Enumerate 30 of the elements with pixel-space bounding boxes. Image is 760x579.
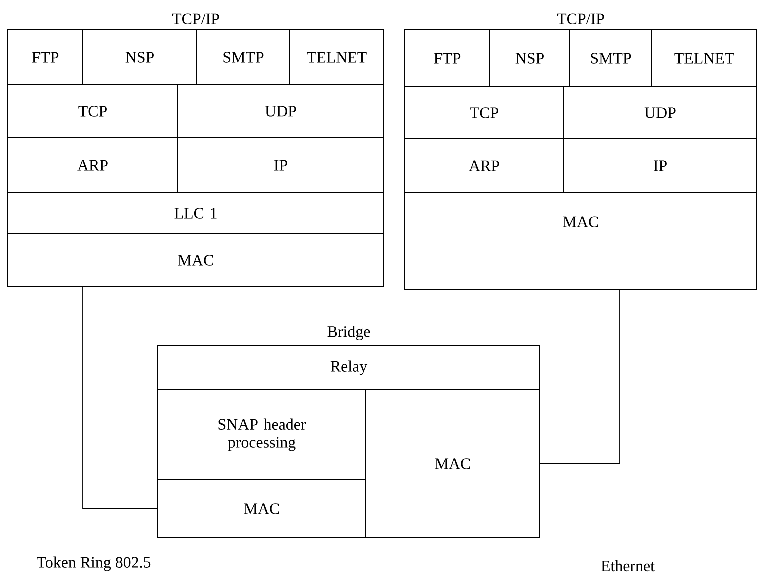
layer-cell: ARP bbox=[404, 138, 564, 194]
layer-cell: TELNET bbox=[290, 30, 384, 86]
layer-cell: TELNET bbox=[652, 30, 758, 88]
layer-cell: SNAP header processing bbox=[158, 390, 366, 480]
network-label: Token Ring 802.5 bbox=[37, 556, 151, 572]
layer-cell: FTP bbox=[8, 30, 84, 86]
layer-cell: NSP bbox=[490, 30, 570, 88]
layer-cell: IP bbox=[178, 138, 384, 194]
node-label: TCP/IP bbox=[172, 14, 220, 24]
layer-cell: MAC bbox=[366, 390, 540, 538]
layer-cell: NSP bbox=[82, 30, 198, 86]
layer-cell: MAC bbox=[404, 192, 758, 290]
network-label: Ethernet bbox=[601, 560, 655, 572]
connection-line bbox=[82, 286, 158, 510]
connection-line bbox=[540, 290, 620, 464]
layer-cell: TCP bbox=[404, 86, 564, 140]
layer-cell: UDP bbox=[178, 84, 384, 138]
layer-cell: SMTP bbox=[570, 30, 652, 88]
layer-cell: MAC bbox=[8, 234, 384, 288]
layer-cell: UDP bbox=[564, 86, 758, 140]
layer-cell: FTP bbox=[404, 30, 490, 88]
layer-cell: MAC bbox=[158, 480, 366, 538]
layer-cell: IP bbox=[564, 138, 758, 194]
node-label: Bridge bbox=[328, 326, 370, 340]
layer-cell: TCP bbox=[8, 84, 178, 138]
layer-cell: LLC 1 bbox=[8, 192, 384, 234]
layer-cell: SMTP bbox=[196, 30, 290, 86]
layer-cell: ARP bbox=[8, 138, 178, 194]
node-label: TCP/IP bbox=[557, 14, 604, 24]
layer-cell: Relay bbox=[158, 346, 540, 390]
